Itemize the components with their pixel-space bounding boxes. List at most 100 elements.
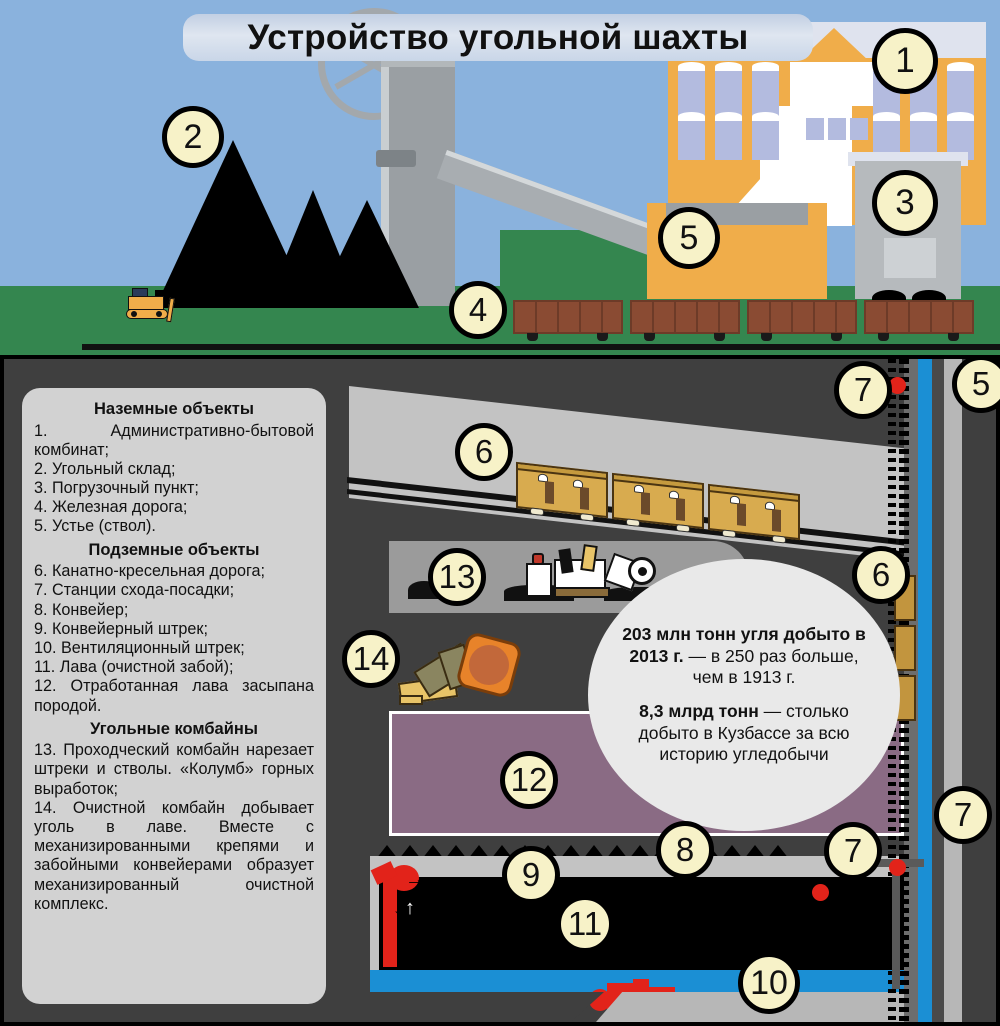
badge-4-railway[interactable]: 4 bbox=[449, 281, 507, 339]
building-upper-white bbox=[790, 62, 878, 106]
wagon-body bbox=[747, 300, 857, 334]
wagon-rib bbox=[769, 302, 771, 332]
coal-tooth bbox=[445, 845, 467, 859]
badge-14-shearer[interactable]: 14 bbox=[342, 630, 400, 688]
shaft-cable-car bbox=[894, 625, 916, 671]
chair-car-wheel bbox=[722, 529, 736, 538]
legend-item: 10. Вентиляционный штрек; bbox=[34, 638, 245, 657]
wagon-wheel bbox=[761, 333, 772, 341]
cross-gallery-vertical bbox=[892, 859, 900, 989]
legend-panel: Наземные объекты 1. Административно-быто… bbox=[22, 388, 326, 1004]
wagon-wheel bbox=[714, 333, 725, 341]
miner-torso bbox=[580, 487, 589, 511]
legend-item: 13. Проходческий комбайн нарезает штреки… bbox=[34, 741, 314, 798]
shearer-machine-icon bbox=[397, 630, 539, 721]
miner-torso bbox=[545, 481, 554, 505]
window-cap bbox=[947, 62, 974, 71]
bulldozer-icon bbox=[124, 288, 182, 324]
coal-tooth bbox=[629, 845, 651, 859]
shaft-rock-right bbox=[962, 359, 996, 1022]
badge-6-shaft-cars[interactable]: 6 bbox=[852, 546, 910, 604]
legend-item: 8. Конвейер; bbox=[34, 600, 129, 619]
title-plate bbox=[183, 14, 813, 61]
legend-item: 6. Канатно-кресельная дорога; bbox=[34, 562, 265, 581]
badge-7-station-mid[interactable]: 7 bbox=[824, 822, 882, 880]
badge-3-loading-point[interactable]: 3 bbox=[872, 170, 938, 236]
stat-line-2: 8,3 млрд тонн — столько добыто в Кузбасс… bbox=[618, 701, 870, 766]
miner-torso bbox=[641, 492, 650, 516]
badge-5-shaft-under[interactable]: 5 bbox=[952, 355, 1000, 413]
wagon-wheel bbox=[597, 333, 608, 341]
wagon-wheel bbox=[948, 333, 959, 341]
badge-13-roadheader[interactable]: 13 bbox=[428, 548, 486, 606]
legend-item: 7. Станции схода-посадки; bbox=[34, 581, 235, 600]
window-cap bbox=[715, 62, 742, 71]
wagon-rib bbox=[791, 302, 793, 332]
wagon-rib bbox=[579, 302, 581, 332]
coal-tooth bbox=[744, 845, 766, 859]
miner-torso bbox=[737, 503, 746, 527]
stat-2-bold: 8,3 млрд тонн bbox=[639, 701, 759, 721]
chair-car bbox=[708, 483, 800, 544]
badge-1-admin-building[interactable]: 1 bbox=[872, 28, 938, 94]
station-marker-dot bbox=[889, 859, 906, 876]
wagon-wheel bbox=[644, 333, 655, 341]
coal-tooth bbox=[491, 845, 513, 859]
wagon-rib bbox=[908, 302, 910, 332]
legend-heading-surface: Наземные объекты bbox=[94, 400, 254, 418]
wagon-rib bbox=[674, 302, 676, 332]
window bbox=[678, 68, 705, 116]
legend-item: 9. Конвейерный штрек; bbox=[34, 619, 208, 638]
coal-tooth bbox=[606, 845, 628, 859]
wagon-rib bbox=[601, 302, 603, 332]
window bbox=[752, 68, 779, 116]
direction-arrow-down: ↓ bbox=[393, 897, 403, 919]
shaft-ventilation-column bbox=[918, 359, 932, 1022]
wagon-rib bbox=[535, 302, 537, 332]
wagon-rib bbox=[652, 302, 654, 332]
wagon-wheel bbox=[831, 333, 842, 341]
wagon-rib bbox=[930, 302, 932, 332]
statistics-bubble: 203 млн тонн угля добыто в 2013 г. — в 2… bbox=[588, 559, 900, 831]
badge-7-station-low[interactable]: 7 bbox=[934, 786, 992, 844]
badge-12-goaf[interactable]: 12 bbox=[500, 751, 558, 809]
badge-7-station-top[interactable]: 7 bbox=[834, 361, 892, 419]
window-cap bbox=[752, 62, 779, 71]
badge-8-conveyor[interactable]: 8 bbox=[656, 821, 714, 879]
badge-11-lava[interactable]: 11 bbox=[556, 895, 614, 953]
wagon-rib bbox=[696, 302, 698, 332]
chair-car-wheel bbox=[772, 535, 786, 544]
wagon-rib bbox=[813, 302, 815, 332]
coal-tooth bbox=[399, 845, 421, 859]
legend-item: 11. Лава (очистной забой); bbox=[34, 658, 234, 677]
entry-window bbox=[850, 118, 868, 140]
window bbox=[752, 118, 779, 160]
legend-item: 12. Отработанная лава засыпана породой. bbox=[34, 677, 314, 715]
station-marker-dot bbox=[812, 884, 829, 901]
miner-torso bbox=[676, 498, 685, 522]
stat-1-rest: — в 250 раз больше, чем в 1913 г. bbox=[683, 645, 859, 688]
wagon-wheel bbox=[527, 333, 538, 341]
legend-item: 5. Устье (ствол). bbox=[34, 517, 156, 536]
wagon-wheel bbox=[878, 333, 889, 341]
coal-pile-base bbox=[155, 290, 405, 308]
rail-wagon bbox=[513, 300, 623, 341]
entry-window bbox=[828, 118, 846, 140]
window bbox=[678, 118, 705, 160]
chair-car-wheel bbox=[626, 518, 640, 527]
badge-2-coal-store[interactable]: 2 bbox=[162, 106, 224, 168]
coal-tooth bbox=[767, 845, 789, 859]
badge-6-chair-road[interactable]: 6 bbox=[455, 423, 513, 481]
badge-9-conveyor-drift[interactable]: 9 bbox=[502, 846, 560, 904]
headframe-arm bbox=[376, 150, 416, 167]
window-cap bbox=[678, 62, 705, 71]
badge-5-shaft-surface[interactable]: 5 bbox=[658, 207, 720, 269]
wagon-rib bbox=[835, 302, 837, 332]
window-cap bbox=[752, 112, 779, 121]
badge-10-vent-drift[interactable]: 10 bbox=[738, 952, 800, 1014]
window-cap bbox=[910, 112, 937, 121]
window bbox=[715, 118, 742, 160]
wagon-rib bbox=[718, 302, 720, 332]
rail-wagon bbox=[747, 300, 857, 341]
